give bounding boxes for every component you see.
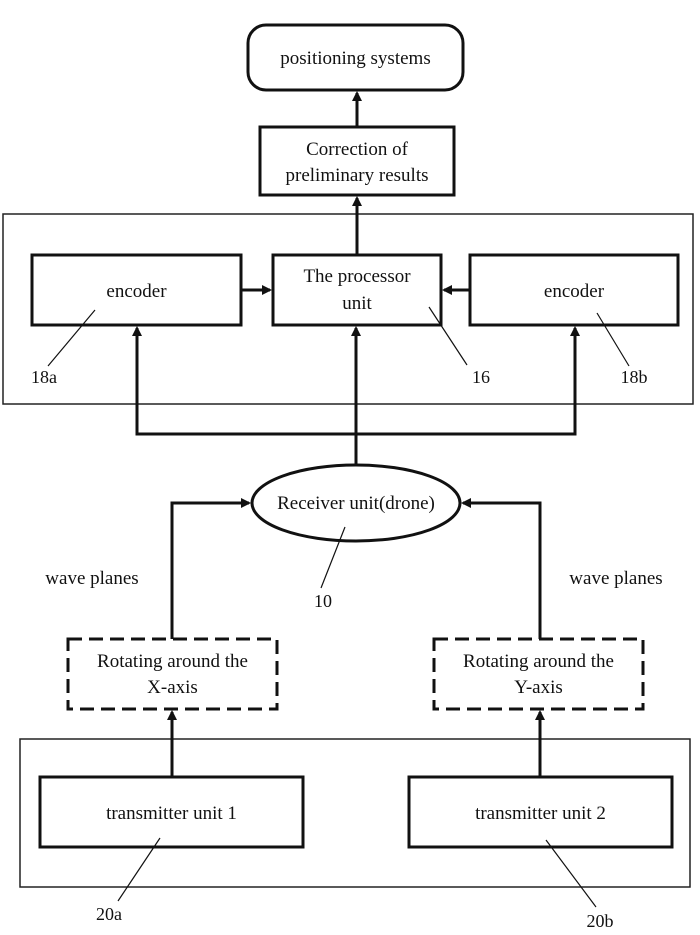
arrow-rotate-y-to-receiver: [463, 503, 540, 639]
processor-label-line1: The processor: [303, 266, 411, 287]
rotate-y-label-line1: Rotating around the: [463, 651, 614, 672]
leader-20b: [546, 840, 596, 907]
transmitter-2-label: transmitter unit 2: [475, 803, 606, 824]
correction-label-line1: Correction of: [306, 139, 409, 160]
ref-16: 16: [472, 367, 490, 387]
wave-planes-left-label: wave planes: [45, 568, 138, 589]
correction-label-line2: preliminary results: [286, 165, 429, 186]
ref-20a: 20a: [96, 904, 122, 924]
arrow-receiver-to-encoder-right: [356, 328, 575, 434]
processor-label-line2: unit: [342, 293, 372, 314]
encoder-left-label: encoder: [106, 281, 167, 302]
ref-18a: 18a: [31, 367, 57, 387]
receiver-label: Receiver unit(drone): [277, 493, 435, 514]
rotate-x-label-line1: Rotating around the: [97, 651, 248, 672]
wave-planes-right-label: wave planes: [569, 568, 662, 589]
rotate-x-label-line2: X-axis: [147, 677, 198, 698]
rotate-x-node: [68, 639, 277, 709]
rotate-y-node: [434, 639, 643, 709]
arrow-rotate-x-to-receiver: [172, 503, 249, 639]
arrow-receiver-to-encoder-left: [137, 328, 356, 434]
ref-18b: 18b: [621, 367, 648, 387]
ref-10: 10: [314, 591, 332, 611]
encoder-right-label: encoder: [544, 281, 605, 302]
rotate-y-label-line2: Y-axis: [514, 677, 563, 698]
leader-16: [429, 307, 467, 365]
ref-20b: 20b: [587, 911, 614, 931]
transmitter-1-label: transmitter unit 1: [106, 803, 237, 824]
positioning-systems-label: positioning systems: [280, 48, 430, 69]
